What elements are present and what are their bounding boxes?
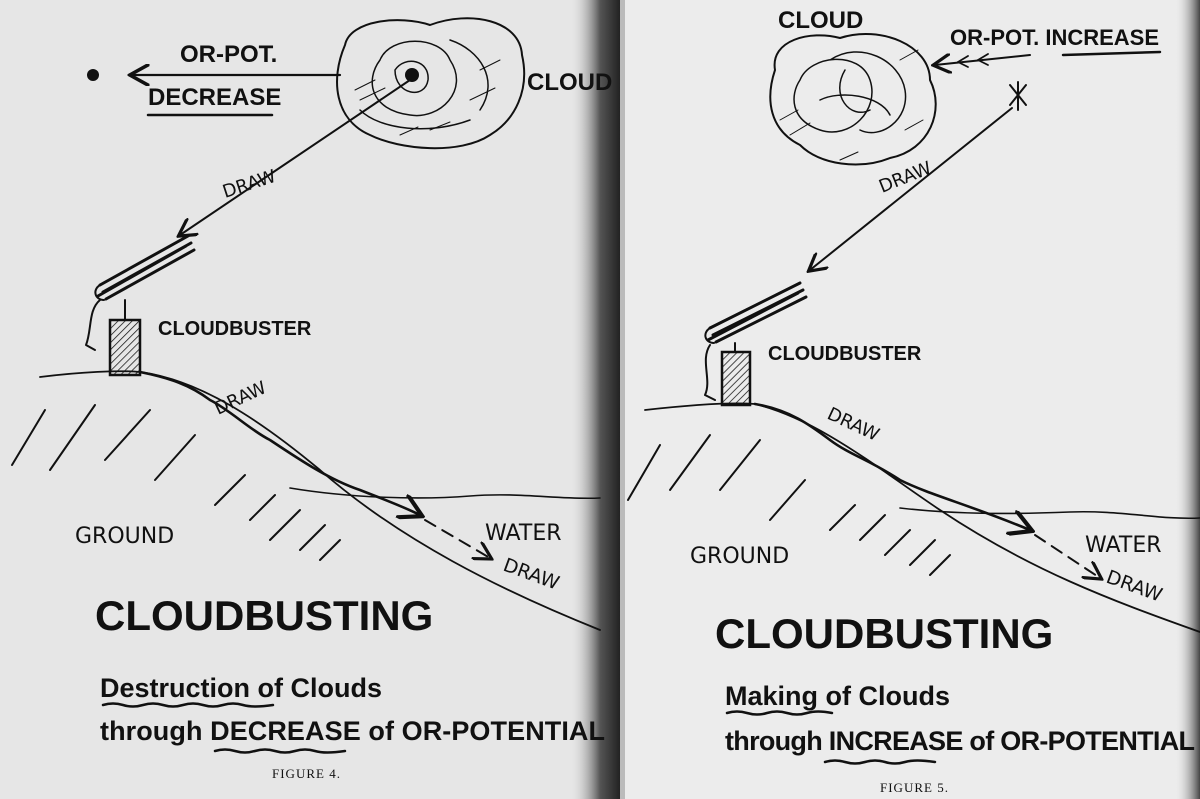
right-edge-shadow <box>1175 0 1200 799</box>
figure-subtitle-line1: Destruction of Clouds <box>100 673 382 703</box>
cloudbuster-label: CLOUDBUSTER <box>768 343 922 365</box>
figure-title: CLOUDBUSTING <box>715 610 1053 657</box>
cloud-shape <box>336 17 526 150</box>
figure-subtitle-line2: through DECREASE of OR-POTENTIAL <box>100 716 605 746</box>
figure-subtitle-line2: through INCREASE of OR-POTENTIAL <box>725 726 1195 756</box>
right-page <box>625 0 1200 799</box>
water-label: WATER <box>1085 533 1162 558</box>
wavy-underline <box>725 710 834 716</box>
cloud-label: CLOUD <box>527 69 612 96</box>
figure-caption: FIGURE 5. <box>880 780 949 795</box>
binding-shadow <box>570 0 620 799</box>
draw-path-dashed <box>1034 534 1100 578</box>
cloudbuster-device <box>704 281 808 407</box>
ground-label: GROUND <box>690 544 789 569</box>
cloud-center-dot <box>405 68 419 82</box>
draw-arrow-sky <box>180 79 411 235</box>
star-source-icon <box>1009 81 1027 111</box>
ground-label: GROUND <box>75 524 174 549</box>
or-pot-increase-arrow <box>935 55 1031 65</box>
page-gap <box>620 0 625 799</box>
figure-5: CLOUD OR-POT. INCREASE DRAW CLOUDBUSTER … <box>627 7 1200 795</box>
left-page <box>0 0 620 799</box>
target-dot <box>87 69 99 81</box>
ground-line <box>644 402 1200 633</box>
ground-hatching <box>627 434 951 576</box>
decrease-label: DECREASE <box>148 84 281 111</box>
figure-subtitle-line1: Making of Clouds <box>725 681 950 711</box>
or-pot-increase-label: OR-POT. INCREASE <box>950 25 1159 50</box>
draw-path-dashed <box>424 519 490 558</box>
wavy-underline <box>823 759 937 765</box>
figure-caption: FIGURE 4. <box>272 766 341 781</box>
cloudbuster-label: CLOUDBUSTER <box>158 318 312 340</box>
cloud-label: CLOUD <box>778 7 863 34</box>
draw-path-ground <box>753 402 1030 530</box>
arrow-chevrons <box>957 53 989 68</box>
water-label: WATER <box>485 521 562 546</box>
water-line <box>899 507 1200 520</box>
water-line <box>289 487 601 500</box>
draw-arrow-sky <box>810 107 1013 270</box>
figure-title: CLOUDBUSTING <box>95 592 433 639</box>
ground-line <box>39 370 601 631</box>
cloudbuster-device <box>85 234 196 377</box>
wavy-underline <box>213 748 347 754</box>
cloud-shape <box>769 33 937 166</box>
ground-hatching <box>11 404 341 561</box>
or-pot-label: OR-POT. <box>180 41 277 68</box>
wavy-underline <box>101 702 275 708</box>
increase-underline <box>1061 50 1162 57</box>
